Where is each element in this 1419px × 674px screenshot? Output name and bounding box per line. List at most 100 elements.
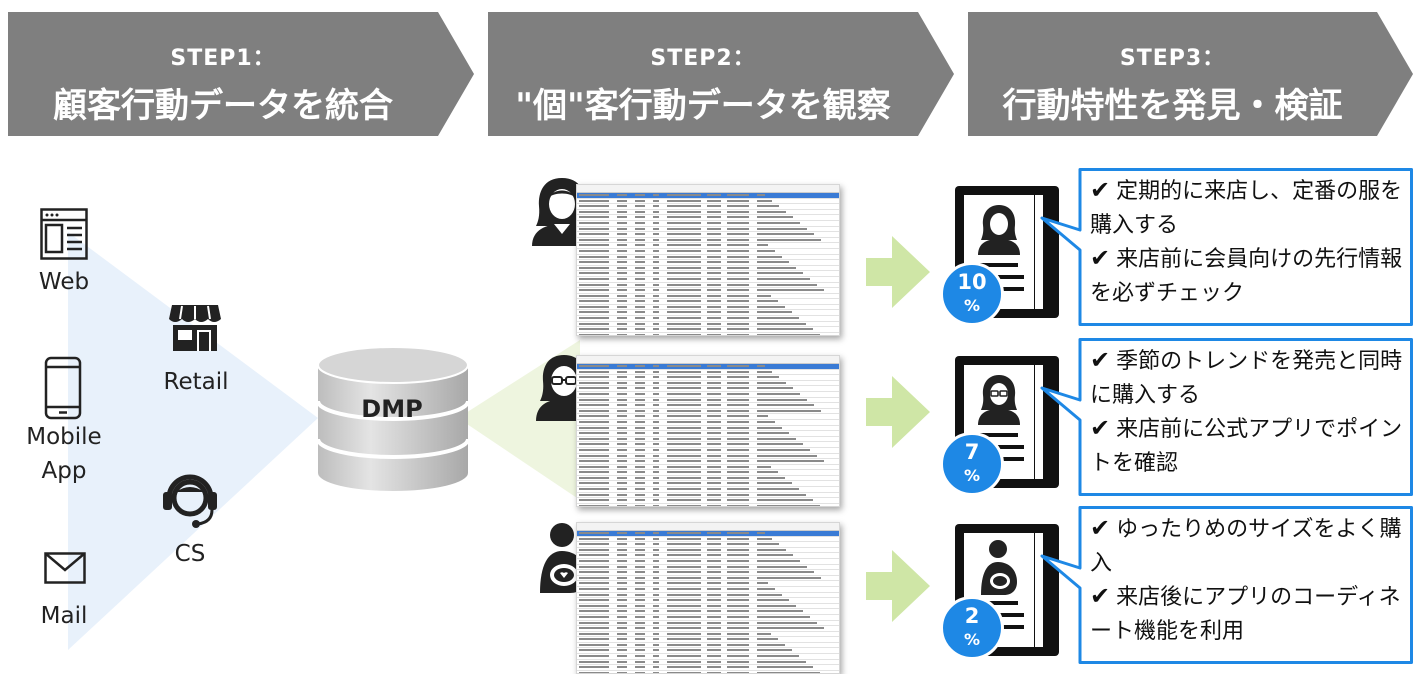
insight-point: ✔来店後にアプリのコーディネート機能を利用 [1090,582,1401,644]
log-row [577,215,839,221]
callout-frame [1040,168,1413,326]
chevron-shape [8,12,474,136]
log-row [577,548,839,554]
log-row [577,459,839,465]
chevron-shape [968,12,1413,136]
log-row [577,632,839,638]
log-row [577,260,839,266]
insight-text: ゆったりめのサイズをよく購入 [1090,517,1402,576]
log-row [577,283,839,289]
log-row [577,316,839,322]
insight-text: 来店後にアプリのコーディネート機能を利用 [1090,585,1401,644]
log-row [577,609,839,615]
storefront-icon [169,305,221,351]
mother-with-baby-icon [981,540,1017,595]
insight-point: ✔来店前に会員向けの先行情報を必ずチェック [1090,244,1403,306]
headset-operator-icon [163,474,217,528]
step3-title: 行動特性を発見・検証 [1002,86,1343,126]
log-row [577,322,839,328]
step3-banner: STEP3： 行動特性を発見・検証 [968,12,1419,136]
log-row [577,238,839,244]
log-row [577,481,839,488]
log-row [577,288,839,294]
step2-subtitle: STEP2： [650,46,756,71]
log-row [577,626,839,632]
funnel-triangle [68,232,318,650]
log-row [577,221,839,227]
log-row [577,598,839,604]
channel-label-retail: Retail [163,369,229,395]
insight-point: ✔季節のトレンドを発売と同時に購入する [1090,346,1403,408]
log-row [577,637,839,643]
log-row [577,643,839,649]
log-row [577,255,839,261]
log-row [577,305,839,311]
insight-point: ✔定期的に来店し、定番の服を購入する [1090,176,1403,238]
log-row [577,386,839,392]
log-row [577,333,839,335]
percent-unit: % [963,466,981,485]
log-row [577,654,839,660]
mother-with-baby-icon [540,523,586,593]
percent-value: 7 [964,440,980,464]
step1-title: 顧客行動データを統合 [53,86,393,126]
log-row [577,299,839,305]
log-row [577,375,839,381]
log-row [577,615,839,621]
percent-unit: % [963,296,981,315]
behavior-log-thumbnail [576,522,840,674]
log-row [577,327,839,333]
channel-label-mail: Mail [40,603,88,629]
log-row [577,504,839,506]
callout-frame [1040,506,1413,664]
log-row [577,465,839,471]
step2-title: "個"客行動データを観察 [515,86,891,126]
log-row [577,553,839,559]
log-row [577,266,839,272]
percent-value: 10 [957,270,987,294]
woman-avatar-icon [978,205,1020,255]
log-row [577,531,839,537]
log-row [577,199,839,205]
log-row [577,392,839,398]
log-row [577,648,839,655]
log-row [577,493,839,499]
log-row [577,420,839,426]
percent-value: 2 [964,604,980,628]
step2-banner: STEP2： "個"客行動データを観察 [488,12,954,136]
glasses-woman-avatar-icon [978,375,1020,425]
insight-text: 定期的に来店し、定番の服を購入する [1090,179,1403,238]
log-row [577,621,839,627]
dmp-label: DMP [361,395,423,423]
log-row [577,476,839,482]
behavior-log-thumbnail [576,355,840,507]
percent-unit: % [963,630,981,649]
log-row [577,426,839,432]
log-row [577,570,839,576]
log-row [577,559,839,565]
log-row [577,542,839,548]
insight-point: ✔来店前に公式アプリでポイントを確認 [1090,414,1403,476]
log-row [577,310,839,317]
insight-text: 季節のトレンドを発売と同時に購入する [1090,349,1403,408]
envelope-icon [44,552,86,584]
percent-badge: 10 % [940,262,1004,326]
log-row [577,243,839,249]
arrow-right-icon [866,376,930,448]
browser-window-icon [40,208,88,260]
log-row [577,294,839,300]
step1-banner: STEP1： 顧客行動データを統合 [8,12,474,136]
percent-badge: 7 % [940,432,1004,496]
log-row [577,204,839,210]
log-row [577,370,839,376]
insight-callout: ✔ゆったりめのサイズをよく購入 ✔来店後にアプリのコーディネート機能を利用 [1040,506,1413,664]
log-row [577,576,839,582]
insight-text: 来店前に会員向けの先行情報を必ずチェック [1090,247,1403,306]
behavior-log-thumbnail [576,184,840,336]
log-row [577,381,839,387]
insight-text: 来店前に公式アプリでポイントを確認 [1090,417,1403,476]
log-row [577,277,839,283]
log-row [577,431,839,437]
log-row [577,403,839,409]
log-row [577,232,839,238]
